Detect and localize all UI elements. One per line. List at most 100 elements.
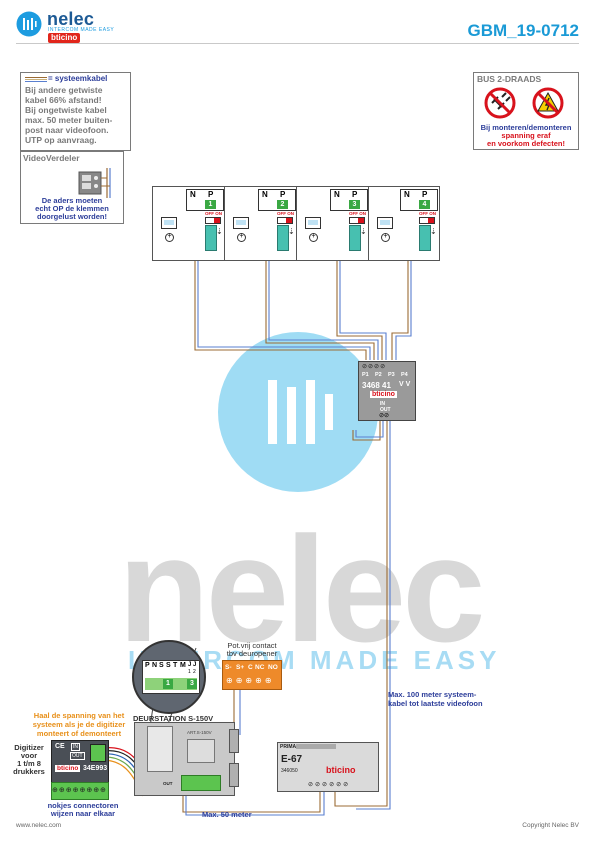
door-station-out: OUT [163, 781, 173, 786]
bus-connector [349, 225, 361, 251]
door-station-title: DEURSTATION S-150V [133, 714, 214, 723]
terminal-screw-icon: + [309, 233, 318, 242]
door-right-number: 3 [187, 679, 197, 689]
monitor-number: 3 [349, 200, 360, 209]
digitizer-note: wijzen naar elkaar [50, 809, 116, 818]
cable-info-line: Bij andere getwiste [25, 85, 103, 95]
footer-website[interactable]: www.nelec.com [16, 822, 62, 829]
distributor-in: IN [380, 401, 385, 407]
video-verdeler-note: doorgelust worden! [37, 212, 107, 221]
door-terminal-label: N [152, 662, 158, 669]
video-verdeler-terminal-icon [73, 168, 119, 198]
door-station-side-knob [229, 729, 239, 753]
contact-terminal-label: NO [268, 664, 278, 671]
connector-arrow-icon: ⇣ [288, 227, 295, 236]
bus-connector [205, 225, 217, 251]
monitor-screen-icon [161, 217, 177, 229]
off-on-switch[interactable] [419, 217, 435, 224]
terminal-screw-icon: + [237, 233, 246, 242]
np-terminal-block: N P 1 [186, 189, 224, 211]
digitizer-label: drukkers [13, 767, 45, 776]
door-station-art: ART.S-150V [187, 730, 212, 735]
distributor-model: 3468 41 [362, 381, 391, 390]
cable-info-line: max. 50 meter buiten- [25, 115, 113, 125]
video-verdeler-box: VideoVerdeler De aders moeten echt OP de… [20, 151, 124, 224]
bus-connector [277, 225, 289, 251]
cable-legend-label: = systeemkabel [48, 74, 108, 83]
distributor-bottom-screws: ⊘⊘ [379, 413, 390, 419]
no-voltage-icon [532, 87, 564, 119]
video-verdeler-note: De aders moeten [41, 196, 103, 205]
max50-label: Max. 50 meter [202, 810, 252, 819]
contact-screw-row: ⊕⊕⊕⊕⊕ [226, 676, 275, 685]
header-divider [16, 43, 579, 44]
digitizer-label: 1 t/m 8 [17, 759, 41, 768]
cable-legend-swatch [25, 77, 47, 82]
digitizer-brand: bticino [55, 765, 81, 772]
distributor-port: P3 [388, 372, 395, 378]
psu-top-terminals [296, 744, 336, 749]
monitor-number: 1 [205, 200, 216, 209]
video-verdeler-note: echt OP de klemmen [35, 204, 109, 213]
bus-warning-line: Bij monteren/demonteren [480, 123, 572, 132]
door-terminal-label: M [180, 662, 186, 669]
monitor-number: 2 [277, 200, 288, 209]
off-on-switch[interactable] [205, 217, 221, 224]
document-code: GBM_19-0712 [467, 21, 579, 40]
monitor-row: N P 1 OFF ON + ⇣ N P 2 OFF ON + ⇣ N P 3 … [152, 186, 440, 261]
digitizer-module: CE IN OUT bticino 34E993 [51, 740, 109, 784]
cable-info-line: UTP op aanvraag. [25, 135, 97, 145]
bus-warning-line: spanning eraf [501, 131, 551, 140]
off-on-switch[interactable] [349, 217, 365, 224]
terminal-n-label: N [404, 190, 410, 199]
watermark-circle [218, 332, 378, 492]
terminal-n-label: N [262, 190, 268, 199]
contact-terminal-block: S- S+ C NC NO ⊕⊕⊕⊕⊕ [222, 660, 282, 690]
bus-warning-box: BUS 2-DRAADS Bij monteren/demonteren spa… [473, 72, 579, 150]
digitizer-label: Digitizer [14, 743, 44, 752]
max100-label: Max. 100 meter systeem- [388, 690, 477, 699]
brand-tagline: INTERCOM MADE EASY [48, 27, 115, 33]
door-station-terminal [181, 775, 221, 791]
digitizer-label: voor [20, 751, 38, 760]
watermark-icon [218, 332, 378, 492]
door-terminal-num: 2 [193, 669, 196, 675]
contact-terminal-label: S- [225, 664, 232, 671]
door-station-panel [147, 726, 173, 772]
power-supply: PRIMAIR E-67 346050 bticino ⊘⊘⊘⊘⊘⊘ [277, 742, 379, 792]
np-terminal-block: N P 4 [400, 189, 438, 211]
nelec-logo-icon [16, 11, 42, 37]
terminal-n-label: N [190, 190, 196, 199]
door-terminal-zoom: P N S S T M J J 1 2 1 3 [132, 640, 206, 714]
distributor-brand: bticino [370, 391, 397, 398]
digitizer-terminal-strip: ⊕⊕⊕⊕⊕⊕⊕⊕ [51, 782, 109, 800]
psu-bottom-terminals: ⊘⊘⊘⊘⊘⊘ [308, 782, 351, 788]
connector-arrow-icon: ⇣ [216, 227, 223, 236]
monitor-number: 4 [419, 200, 430, 209]
bticino-logo: bticino [48, 33, 81, 43]
terminal-p-label: P [422, 190, 428, 199]
terminal-screw-icon: + [381, 233, 390, 242]
connector-arrow-icon: ⇣ [360, 227, 367, 236]
contact-terminal-label: NC [255, 664, 265, 671]
off-on-switch-label: OFF ON [419, 211, 436, 216]
bus-warning-title: BUS 2-DRAADS [477, 74, 542, 84]
terminal-p-label: P [280, 190, 286, 199]
header: nelec INTERCOM MADE EASY bticino GBM_19-… [0, 0, 595, 46]
door-left-number: 1 [163, 679, 173, 689]
monitor-unit: N P 3 OFF ON + ⇣ [296, 186, 370, 261]
distributor-port: P1 [362, 372, 369, 378]
off-on-switch-label: OFF ON [277, 211, 294, 216]
digitizer-note: nokjes connectoren [47, 801, 119, 810]
cable-info-line: kabel 66% afstand! [25, 95, 102, 105]
terminal-n-label: N [334, 190, 340, 199]
door-station-camera-icon [187, 739, 215, 763]
door-terminal-label: P [145, 662, 150, 669]
terminal-screw-icon: + [165, 233, 174, 242]
off-on-switch-label: OFF ON [349, 211, 366, 216]
psu-model: E-67 [281, 754, 303, 765]
off-on-switch[interactable] [277, 217, 293, 224]
door-terminal-num: 1 [188, 669, 191, 675]
digitizer-in: IN [71, 743, 80, 751]
door-terminal-label: S [166, 662, 171, 669]
